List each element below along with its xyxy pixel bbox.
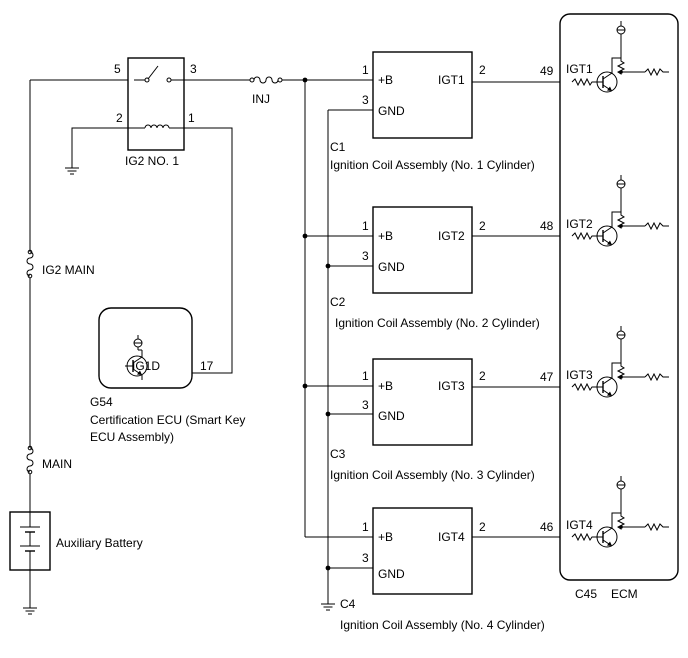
relay-label: IG2 NO. 1 [125, 154, 179, 168]
coil-2-igt-label: IGT2 [438, 229, 465, 243]
coil-1-pin-igt: 2 [479, 63, 486, 77]
relay-pin-5: 5 [114, 62, 121, 76]
coil-4-pin-b: 1 [362, 520, 369, 534]
relay-box [127, 57, 185, 151]
fuse-main-label: MAIN [42, 457, 72, 471]
ecm: IGT1 IGT2 IGT3 IGT4 [559, 13, 679, 581]
cert-ecu-pin: 17 [200, 359, 214, 373]
coil-2-b-label: +B [378, 229, 393, 243]
coil-1-gnd-label: GND [378, 104, 405, 118]
coil-1-code: C1 [330, 140, 346, 154]
ecm-input-label-3: IGT3 [566, 368, 593, 382]
cert-ecu-name-line2: ECU Assembly) [90, 430, 174, 444]
coil-4-code: C4 [340, 597, 356, 611]
relay-pin-3: 3 [190, 62, 197, 76]
coil-1-pin-gnd: 3 [362, 93, 369, 107]
coil-4-name: Ignition Coil Assembly (No. 4 Cylinder) [340, 618, 545, 632]
fuse-ig2-main-label: IG2 MAIN [42, 263, 95, 277]
ecm-pin-46: 46 [540, 520, 554, 534]
ground-symbol [320, 595, 336, 611]
ignition-coil-4: +B GND IGT4 1 3 2 [305, 507, 486, 595]
coil-4-igt-label: IGT4 [438, 530, 465, 544]
ground-symbol [64, 159, 80, 175]
ecm-name: ECM [611, 587, 638, 601]
relay-pin-1: 1 [188, 111, 195, 125]
coil-1-name: Ignition Coil Assembly (No. 1 Cylinder) [330, 158, 535, 172]
ecm-input-label-4: IGT4 [566, 518, 593, 532]
cert-ecu-code: G54 [90, 395, 113, 409]
coil-4-gnd-label: GND [378, 567, 405, 581]
cert-ecu-name-line1: Certification ECU (Smart Key [90, 413, 245, 427]
coil-4-pin-igt: 2 [479, 520, 486, 534]
fuse-inj-label: INJ [252, 92, 270, 106]
relay-switch-blade [147, 65, 159, 80]
ecm-pin-48: 48 [540, 219, 554, 233]
fuse-main [26, 445, 34, 475]
ig2-relay: 5 3 2 1 IG2 NO. 1 [114, 57, 197, 168]
certification-ecu: IG1D [98, 307, 193, 389]
ignition-coil-1: +B GND IGT1 1 3 2 [328, 51, 486, 139]
coil-3-code: C3 [330, 447, 346, 461]
ecm-input-label-2: IGT2 [566, 217, 593, 231]
coil-3-name: Ignition Coil Assembly (No. 3 Cylinder) [330, 468, 535, 482]
relay-contact-left [144, 77, 150, 83]
relay-coil [144, 124, 170, 129]
coil-2-pin-gnd: 3 [362, 249, 369, 263]
auxiliary-battery [9, 511, 51, 571]
cert-ecu-terminal-label: IG1D [132, 359, 160, 373]
coil-1-igt-label: IGT1 [438, 73, 465, 87]
coil-4-b-label: +B [378, 530, 393, 544]
battery-label: Auxiliary Battery [56, 536, 143, 550]
coil-3-pin-gnd: 3 [362, 398, 369, 412]
coil-2-pin-igt: 2 [479, 219, 486, 233]
ecm-code: C45 [575, 587, 597, 601]
ignition-coil-3: +B GND IGT3 1 3 2 [302, 358, 486, 446]
ecm-pin-47: 47 [540, 370, 554, 384]
coil-3-b-label: +B [378, 379, 393, 393]
fuse-inj [249, 76, 283, 84]
ignition-coil-2: +B GND IGT2 1 3 2 [302, 206, 486, 294]
ecm-pin-49: 49 [540, 64, 554, 78]
ecm-input-label-1: IGT1 [566, 62, 593, 76]
coil-3-pin-b: 1 [362, 369, 369, 383]
coil-2-gnd-label: GND [378, 260, 405, 274]
coil-1-b-label: +B [378, 73, 393, 87]
coil-3-gnd-label: GND [378, 409, 405, 423]
fuse-ig2-main [26, 249, 34, 279]
relay-pin-2: 2 [116, 111, 123, 125]
coil-3-igt-label: IGT3 [438, 379, 465, 393]
ground-symbol [22, 599, 38, 615]
coil-1-pin-b: 1 [362, 63, 369, 77]
coil-2-name: Ignition Coil Assembly (No. 2 Cylinder) [335, 316, 540, 330]
coil-2-pin-b: 1 [362, 219, 369, 233]
coil-4-pin-gnd: 3 [362, 551, 369, 565]
coil-3-pin-igt: 2 [479, 369, 486, 383]
coil-2-code: C2 [330, 295, 346, 309]
